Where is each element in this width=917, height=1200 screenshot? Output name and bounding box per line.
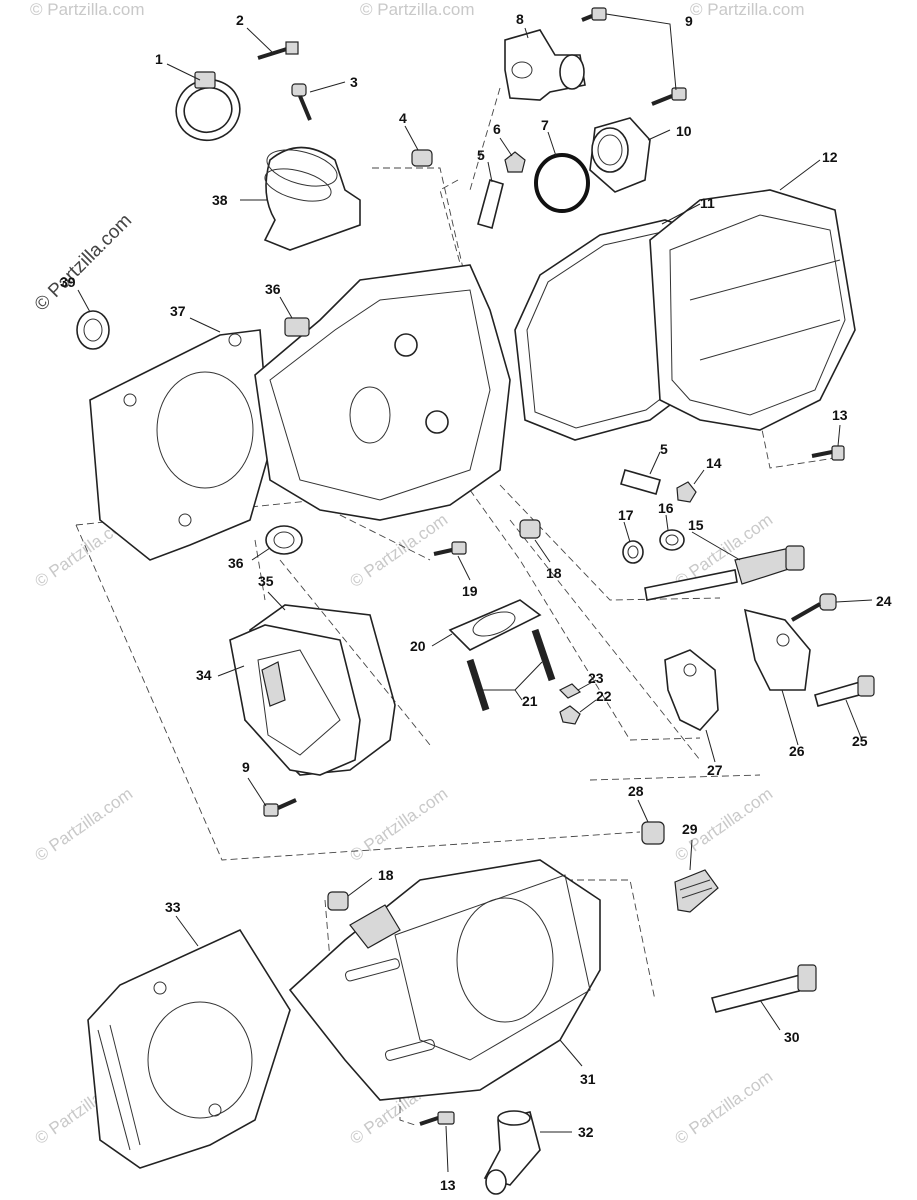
callout-label: 11 — [700, 195, 715, 211]
callout-label: 28 — [628, 783, 644, 799]
dowel-pin — [519, 519, 541, 539]
callout-label: 14 — [706, 455, 722, 471]
valve-cover — [229, 624, 361, 776]
watermark-text: © Partzilla.com — [31, 784, 136, 865]
callout-label: 16 — [658, 500, 674, 516]
callout-label: 13 — [440, 1177, 456, 1193]
callout-label: 19 — [462, 583, 478, 599]
callout-label: 23 — [588, 670, 604, 686]
bolt — [419, 1111, 455, 1126]
watermark-text: © Partzilla.com — [30, 0, 145, 19]
bolt — [291, 83, 312, 121]
bolt — [651, 87, 687, 106]
callout-label: 36 — [265, 281, 281, 297]
callout-label: 38 — [212, 192, 228, 208]
bolt — [263, 798, 297, 817]
head-bolt — [644, 545, 805, 601]
valve-guide-seal — [620, 469, 661, 495]
callout-label: 20 — [410, 638, 426, 654]
callout-label: 9 — [685, 13, 693, 29]
callout-label: 15 — [688, 517, 704, 533]
callout-label: 31 — [580, 1071, 596, 1087]
washer — [622, 540, 644, 564]
callout-label: 29 — [682, 821, 698, 837]
thermostat-housing — [589, 117, 651, 193]
spacer — [659, 529, 685, 551]
callout-label: 30 — [784, 1029, 800, 1045]
watermark-text: © Partzilla.com — [671, 1067, 776, 1148]
callout-label: 32 — [578, 1124, 594, 1140]
callout-label: 27 — [707, 762, 723, 778]
tensioner-bracket — [664, 649, 719, 731]
callout-label: 8 — [516, 11, 524, 27]
callout-label: 18 — [378, 867, 394, 883]
cylinder-base-gasket — [87, 928, 291, 1169]
bolt — [811, 445, 845, 461]
callout-label: 26 — [789, 743, 805, 759]
intake-boot — [263, 146, 361, 251]
intake-clamp — [175, 71, 241, 142]
cylinder-head-gasket — [89, 329, 271, 561]
callout-label: 21 — [522, 693, 538, 709]
bolt — [581, 7, 607, 22]
callout-label: 4 — [399, 110, 407, 126]
nut — [676, 481, 697, 503]
bolt — [257, 41, 299, 60]
callout-label: 10 — [676, 123, 692, 139]
bolt — [433, 541, 467, 556]
oil-seal — [265, 525, 303, 555]
assembly-dashed-lines — [75, 87, 836, 1126]
callout-label: 18 — [546, 565, 562, 581]
valve-cover — [649, 189, 856, 431]
callout-label: 2 — [236, 12, 244, 28]
callout-label: 7 — [541, 117, 549, 133]
callout-label: 37 — [170, 303, 186, 319]
callout-label: 34 — [196, 667, 212, 683]
tensioner-bracket — [743, 608, 811, 691]
watermark-text: © Partzilla.com — [360, 0, 475, 19]
coolant-outlet-elbow — [504, 29, 586, 101]
callout-label: 5 — [477, 147, 485, 163]
callout-label: 24 — [876, 593, 892, 609]
lock-washer — [558, 683, 582, 699]
callout-label: 22 — [596, 688, 612, 704]
bolt — [791, 593, 837, 622]
stud-bolt — [531, 628, 556, 682]
callout-label: 35 — [258, 573, 274, 589]
callout-label: 3 — [350, 74, 358, 90]
callout-label: 36 — [228, 555, 244, 571]
callout-label: 12 — [822, 149, 838, 165]
callout-label: 17 — [618, 507, 634, 523]
watermark-text: © Partzilla.com — [346, 784, 451, 865]
watermark-text: © Partzilla.com — [690, 0, 805, 19]
bolt — [814, 675, 875, 707]
valve-guide-seal — [477, 178, 504, 229]
dowel-pin — [327, 891, 349, 911]
exhaust-gasket — [448, 599, 542, 651]
nut — [559, 705, 581, 725]
dowel-pin — [411, 149, 433, 167]
watermark-text: © Partzilla.com — [346, 510, 451, 591]
callout-labels: 1 2 3 4 5 6 7 8 9 10 11 12 13 38 39 37 3… — [60, 11, 892, 1193]
callout-label: 5 — [660, 441, 668, 457]
callout-label: 9 — [242, 759, 250, 775]
stud-bolt — [466, 658, 490, 712]
callout-label: 1 — [155, 51, 163, 67]
leader-lines — [77, 13, 873, 1173]
callout-label: 33 — [165, 899, 181, 915]
coolant-fitting — [674, 869, 719, 913]
cylinder — [288, 859, 601, 1101]
o-ring — [534, 153, 590, 213]
cap-nut — [504, 151, 526, 173]
coolant-elbow — [483, 1110, 541, 1195]
callout-label: 39 — [60, 274, 76, 290]
oil-seal — [76, 310, 110, 350]
cylinder-head — [254, 264, 511, 521]
callout-label: 25 — [852, 733, 868, 749]
cylinder-bolt — [711, 964, 817, 1013]
dowel-pin — [641, 821, 665, 845]
callout-label: 6 — [493, 121, 501, 137]
callout-label: 13 — [832, 407, 848, 423]
